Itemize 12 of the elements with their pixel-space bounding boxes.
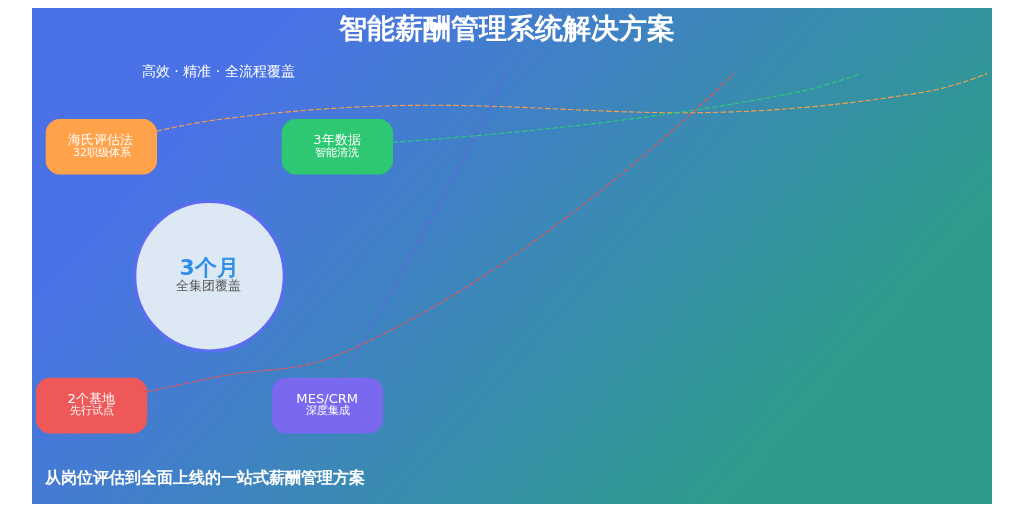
label: 高效 · 精准 · 全流程覆盖: [141, 63, 295, 80]
connector: [392, 73, 861, 143]
node-box: 海氏评估法 32职级体系: [45, 118, 158, 175]
connector: [146, 73, 735, 393]
diagram-title: 智能薪酬管理系统解决方案: [339, 12, 676, 46]
caption: 从岗位评估到全面上线的一站式薪酬管理方案: [45, 467, 366, 487]
node-box: 3年数据 智能清洗: [281, 118, 393, 175]
node-box: 2个基地 先行试点: [35, 377, 148, 434]
node-circle: 3个月 全集团覆盖: [133, 199, 286, 353]
connector: [156, 73, 988, 132]
node-box: MES/CRM 深度集成: [271, 377, 384, 434]
connector: [342, 73, 508, 379]
